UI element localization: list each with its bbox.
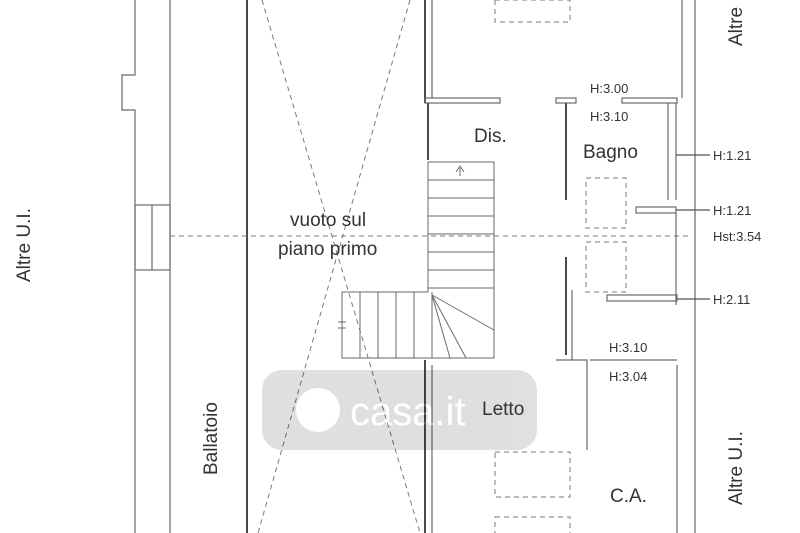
watermark-text: casa.it xyxy=(350,390,466,434)
staircase xyxy=(338,161,495,359)
void-label-line1: vuoto sul xyxy=(290,210,366,231)
neighbor-label-left: Altre U.I. xyxy=(14,208,35,282)
neighbor-label-right-bottom: Altre U.I. xyxy=(726,431,747,505)
void-diagonals xyxy=(257,0,421,533)
void-label-line2: piano primo xyxy=(278,239,377,260)
room-label-dis: Dis. xyxy=(474,126,507,147)
height-hst354: Hst:3.54 xyxy=(713,229,761,244)
neighbor-label-right-top: Altre xyxy=(726,7,747,46)
right-exterior-wall xyxy=(606,0,696,533)
height-h310-top: H:3.10 xyxy=(590,109,628,124)
height-h310-bottom: H:3.10 xyxy=(609,340,647,355)
height-h211: H:2.11 xyxy=(713,292,750,307)
height-h300: H:3.00 xyxy=(590,81,628,96)
watermark-logo: casa.it xyxy=(262,370,537,450)
bathroom-partition xyxy=(555,97,677,450)
room-label-letto: Letto xyxy=(482,399,524,420)
central-wall xyxy=(424,0,501,533)
left-exterior-wall xyxy=(121,0,171,533)
room-label-bagno: Bagno xyxy=(583,142,638,163)
dashed-fixtures xyxy=(494,0,627,533)
room-label-ballatoio: Ballatoio xyxy=(201,402,222,475)
room-label-ca: C.A. xyxy=(610,486,647,507)
height-h121-a: H:1.21 xyxy=(713,148,751,163)
height-h121-b: H:1.21 xyxy=(713,203,751,218)
annotation-leaders xyxy=(676,154,710,300)
height-h304: H:3.04 xyxy=(609,369,647,384)
